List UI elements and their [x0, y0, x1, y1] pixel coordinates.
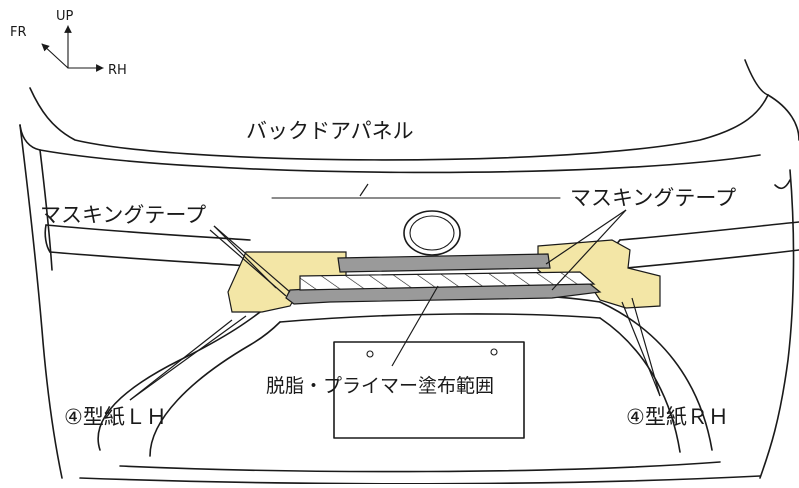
template-rh-label: ④型紙ＲＨ: [626, 405, 729, 429]
masking-tape-upper: [337, 253, 551, 273]
emblem: [403, 210, 461, 256]
fr-label: FR: [10, 25, 27, 40]
degrease-primer-area: [299, 271, 596, 291]
template-lh-label: ④型紙ＬＨ: [64, 405, 167, 429]
fr-arrow: [41, 43, 69, 69]
leader-lines: [129, 183, 661, 401]
degrease-primer-label: 脱脂・プライマー塗布範囲: [266, 374, 494, 397]
back-door-panel-leader: [359, 183, 369, 197]
license-plate: [333, 341, 525, 439]
rh-label: RH: [108, 63, 127, 78]
area-leader: [391, 285, 439, 367]
back-door-panel-label: バックドアパネル: [246, 119, 414, 143]
up-label: UP: [56, 9, 74, 24]
masking-tape-left-label: マスキングテープ: [40, 203, 206, 227]
orientation-indicator: UP FR RH: [10, 9, 127, 78]
masking-tape-right-label: マスキングテープ: [570, 186, 736, 210]
